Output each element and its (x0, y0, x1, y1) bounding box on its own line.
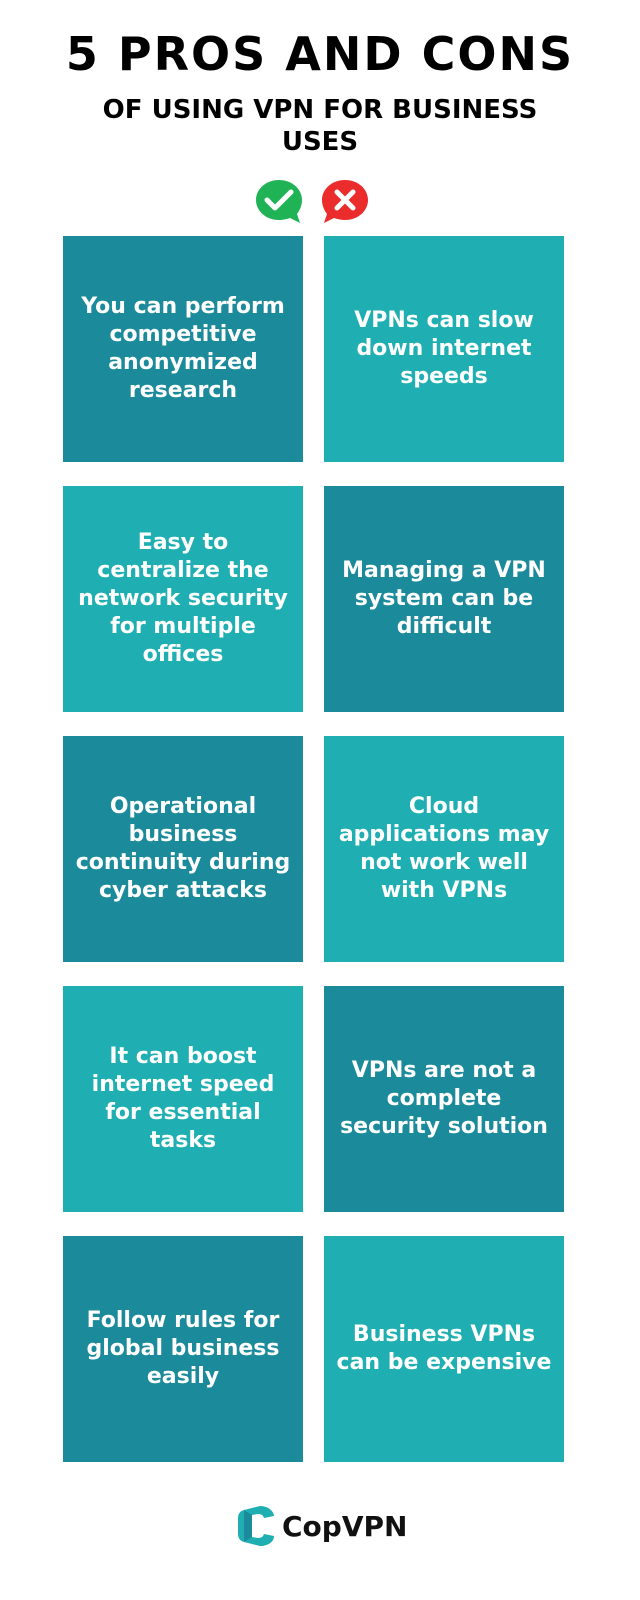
brand-name: CopVPN (282, 1509, 408, 1543)
pro-text-4: It can boost internet speed for essentia… (91, 1044, 275, 1153)
con-text-3: Cloud applications may not work well wit… (338, 794, 550, 903)
pro-card-3: Operational business continuity during c… (63, 736, 303, 962)
pro-text-1: You can perform competitive anonymized r… (81, 294, 285, 403)
con-card-1: VPNs can slow down internet speeds (324, 236, 564, 462)
pro-text-3: Operational business continuity during c… (75, 794, 291, 903)
con-text-5: Business VPNs can be expensive (336, 1322, 552, 1375)
pro-card-2: Easy to centralize the network security … (63, 486, 303, 712)
page-subtitle: OF USING VPN FOR BUSINESS USES (102, 95, 538, 157)
con-text-1: VPNs can slow down internet speeds (354, 308, 534, 389)
con-card-2: Managing a VPN system can be difficult (324, 486, 564, 712)
con-card-5: Business VPNs can be expensive (324, 1236, 564, 1462)
copvpn-logo-icon (238, 1506, 274, 1546)
pro-card-4: It can boost internet speed for essentia… (63, 986, 303, 1212)
con-card-4: VPNs are not a complete security solutio… (324, 986, 564, 1212)
pro-card-1: You can perform competitive anonymized r… (63, 236, 303, 462)
footer-logo: CopVPN (236, 1502, 407, 1550)
pro-text-2: Easy to centralize the network security … (78, 530, 288, 667)
check-speech-bubble-icon (256, 180, 302, 223)
con-text-2: Managing a VPN system can be difficult (342, 558, 546, 639)
con-card-3: Cloud applications may not work well wit… (324, 736, 564, 962)
x-speech-bubble-icon (322, 180, 368, 223)
pro-text-5: Follow rules for global business easily (86, 1308, 280, 1389)
page-title: 5 PROS AND CONS (65, 27, 575, 81)
pro-card-5: Follow rules for global business easily (63, 1236, 303, 1462)
con-text-4: VPNs are not a complete security solutio… (340, 1058, 548, 1139)
